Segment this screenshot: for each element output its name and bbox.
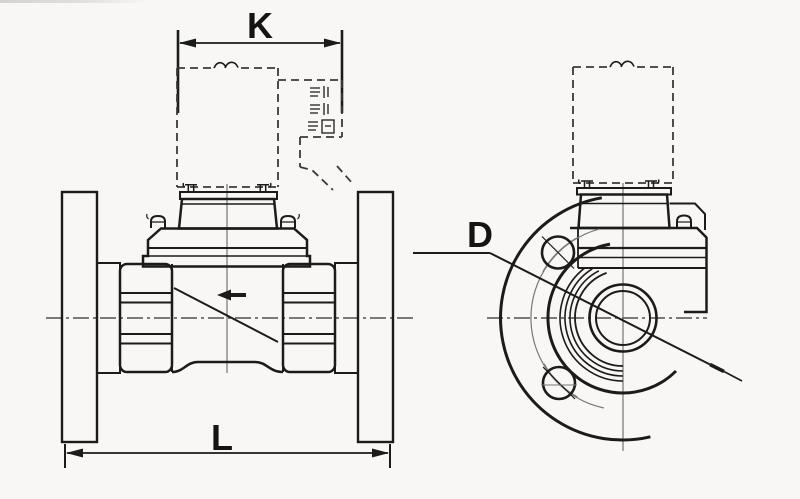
solenoid-coil-outline-right bbox=[572, 60, 674, 184]
mounting-stud-left bbox=[577, 179, 593, 188]
connector-terminal-marks bbox=[308, 86, 335, 134]
side-bolt-cap-right bbox=[676, 214, 692, 228]
right-view-end-view: D bbox=[413, 60, 743, 451]
pipe-flange-right bbox=[356, 190, 395, 444]
dim-label-L: L bbox=[211, 417, 233, 458]
cable-gland-dashed bbox=[299, 165, 354, 191]
scan-artifact bbox=[0, 0, 150, 3]
dimension-K: K bbox=[176, 5, 344, 113]
bolt-hole-lower bbox=[541, 365, 577, 401]
coil-dashed-box bbox=[572, 66, 674, 184]
mounting-stud-right bbox=[257, 182, 272, 192]
left-view-side-section: K bbox=[46, 5, 413, 468]
connector-dashed-box bbox=[278, 79, 343, 167]
mounting-stud-right bbox=[645, 179, 660, 188]
body-bottom-contour bbox=[171, 360, 284, 374]
flange-outer-circle bbox=[499, 196, 651, 442]
valve-bonnet-left-view bbox=[141, 182, 312, 268]
coil-winding-squiggle bbox=[213, 61, 239, 69]
thread-rings bbox=[559, 267, 624, 382]
electrical-connector-outline bbox=[278, 79, 354, 191]
dim-label-K: K bbox=[247, 5, 273, 46]
dimension-D: D bbox=[413, 214, 743, 382]
leader-diagonal bbox=[489, 252, 711, 366]
mounting-stud-left bbox=[182, 182, 197, 192]
bolt-hole-upper bbox=[540, 235, 576, 270]
dim-label-D: D bbox=[467, 214, 493, 255]
bonnet-step-right bbox=[669, 202, 706, 230]
bore-outer-circle bbox=[588, 283, 658, 353]
arrowhead-left bbox=[66, 448, 83, 458]
arrowhead-left bbox=[179, 38, 196, 48]
valve-seat-diagonal bbox=[173, 287, 279, 343]
valve-bonnet-right-view bbox=[570, 179, 708, 314]
bore-inner-circle bbox=[595, 290, 651, 346]
flange-face-circles bbox=[499, 196, 678, 442]
dimension-L: L bbox=[64, 417, 391, 468]
flow-direction-arrow bbox=[217, 289, 246, 301]
leader-tail bbox=[723, 370, 743, 382]
pipe-flange-left bbox=[60, 190, 99, 444]
valve-body-left-view bbox=[60, 190, 395, 444]
body-port-edges bbox=[171, 264, 284, 372]
arrowhead-right bbox=[324, 38, 341, 48]
side-bolt-cap-right bbox=[280, 213, 300, 228]
coil-winding-squiggle bbox=[609, 60, 635, 68]
side-bolt-cap-left bbox=[146, 213, 166, 228]
body-boss-circle bbox=[546, 242, 678, 395]
arrowhead-right bbox=[372, 448, 389, 458]
lower-bonnet-profile bbox=[570, 226, 708, 314]
leader-tick bbox=[709, 362, 725, 374]
solenoid-coil-outline-left bbox=[176, 61, 279, 188]
